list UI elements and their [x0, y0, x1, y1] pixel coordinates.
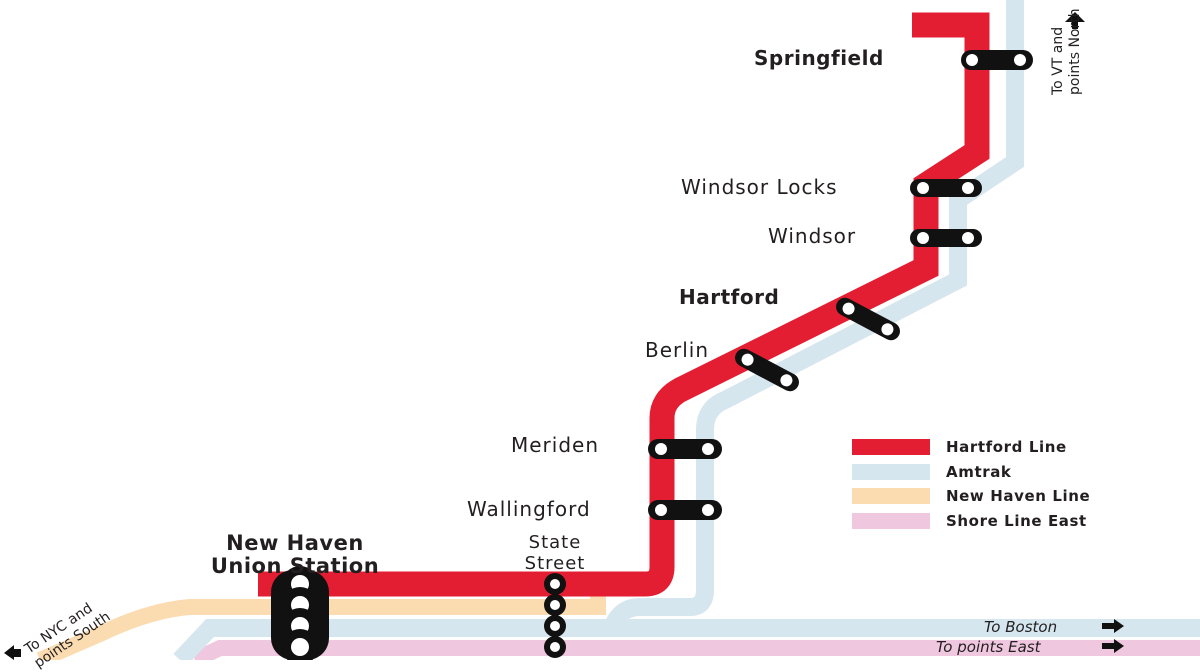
direction-label-north: To VT and points North	[1050, 8, 1084, 95]
station-marker-windsor-locks[interactable]	[910, 179, 982, 197]
east-arrow-icon	[1114, 639, 1124, 653]
east-arrow-shaft	[1102, 643, 1115, 649]
north-line-1: To VT and	[1050, 26, 1066, 95]
station-marker-berlin[interactable]	[732, 346, 802, 395]
legend-label-shore-line-east: Shore Line East	[946, 511, 1087, 530]
legend-item-amtrak: Amtrak	[852, 460, 1090, 485]
station-label-windsor-locks: Windsor Locks	[681, 175, 838, 199]
legend-swatch-amtrak	[852, 463, 930, 480]
boston-arrow-shaft	[1102, 623, 1115, 629]
legend-item-new-haven-line: New Haven Line	[852, 484, 1090, 509]
station-label-state-street: State Street	[500, 532, 610, 574]
legend-swatch-hartford-line	[852, 439, 930, 456]
legend-label-amtrak: Amtrak	[946, 462, 1012, 481]
legend-label-hartford-line: Hartford Line	[946, 438, 1067, 457]
station-label-springfield: Springfield	[754, 46, 884, 70]
north-arrow-icon	[1065, 12, 1085, 29]
south-arrow-icon	[4, 645, 21, 660]
state-street-line-1: State	[528, 532, 582, 553]
station-marker-state-street[interactable]	[544, 573, 566, 658]
legend-label-new-haven-line: New Haven Line	[946, 487, 1091, 506]
hartford-line-route	[258, 12, 990, 597]
station-label-hartford: Hartford	[679, 285, 780, 309]
station-label-berlin: Berlin	[645, 338, 710, 362]
legend-item-hartford-line: Hartford Line	[852, 435, 1090, 460]
station-marker-windsor[interactable]	[910, 229, 982, 247]
legend: Hartford Line Amtrak New Haven Line Shor…	[852, 435, 1090, 533]
new-haven-line-1: New Haven	[226, 531, 364, 555]
new-haven-line-route	[36, 592, 606, 660]
station-label-new-haven: New Haven Union Station	[170, 532, 420, 578]
station-marker-meriden[interactable]	[648, 439, 722, 459]
station-label-wallingford: Wallingford	[467, 497, 591, 521]
station-marker-new-haven[interactable]	[271, 566, 329, 660]
station-marker-hartford[interactable]	[833, 295, 903, 344]
new-haven-line-2: Union Station	[210, 554, 380, 578]
shore-line-east-route	[191, 640, 1200, 660]
direction-label-boston: To Boston	[984, 618, 1058, 636]
legend-swatch-shore-line-east	[852, 512, 930, 529]
north-line-2: points North	[1067, 8, 1083, 95]
station-marker-springfield[interactable]	[961, 50, 1033, 70]
station-marker-wallingford[interactable]	[648, 500, 722, 520]
boston-arrow-icon	[1114, 619, 1124, 633]
station-label-meriden: Meriden	[511, 433, 600, 457]
legend-swatch-new-haven-line	[852, 488, 930, 505]
amtrak-route	[173, 0, 1200, 660]
station-label-windsor: Windsor	[768, 224, 857, 248]
direction-label-east: To points East	[936, 638, 1041, 656]
state-street-line-2: Street	[524, 553, 586, 574]
legend-item-shore-line-east: Shore Line East	[852, 509, 1090, 534]
